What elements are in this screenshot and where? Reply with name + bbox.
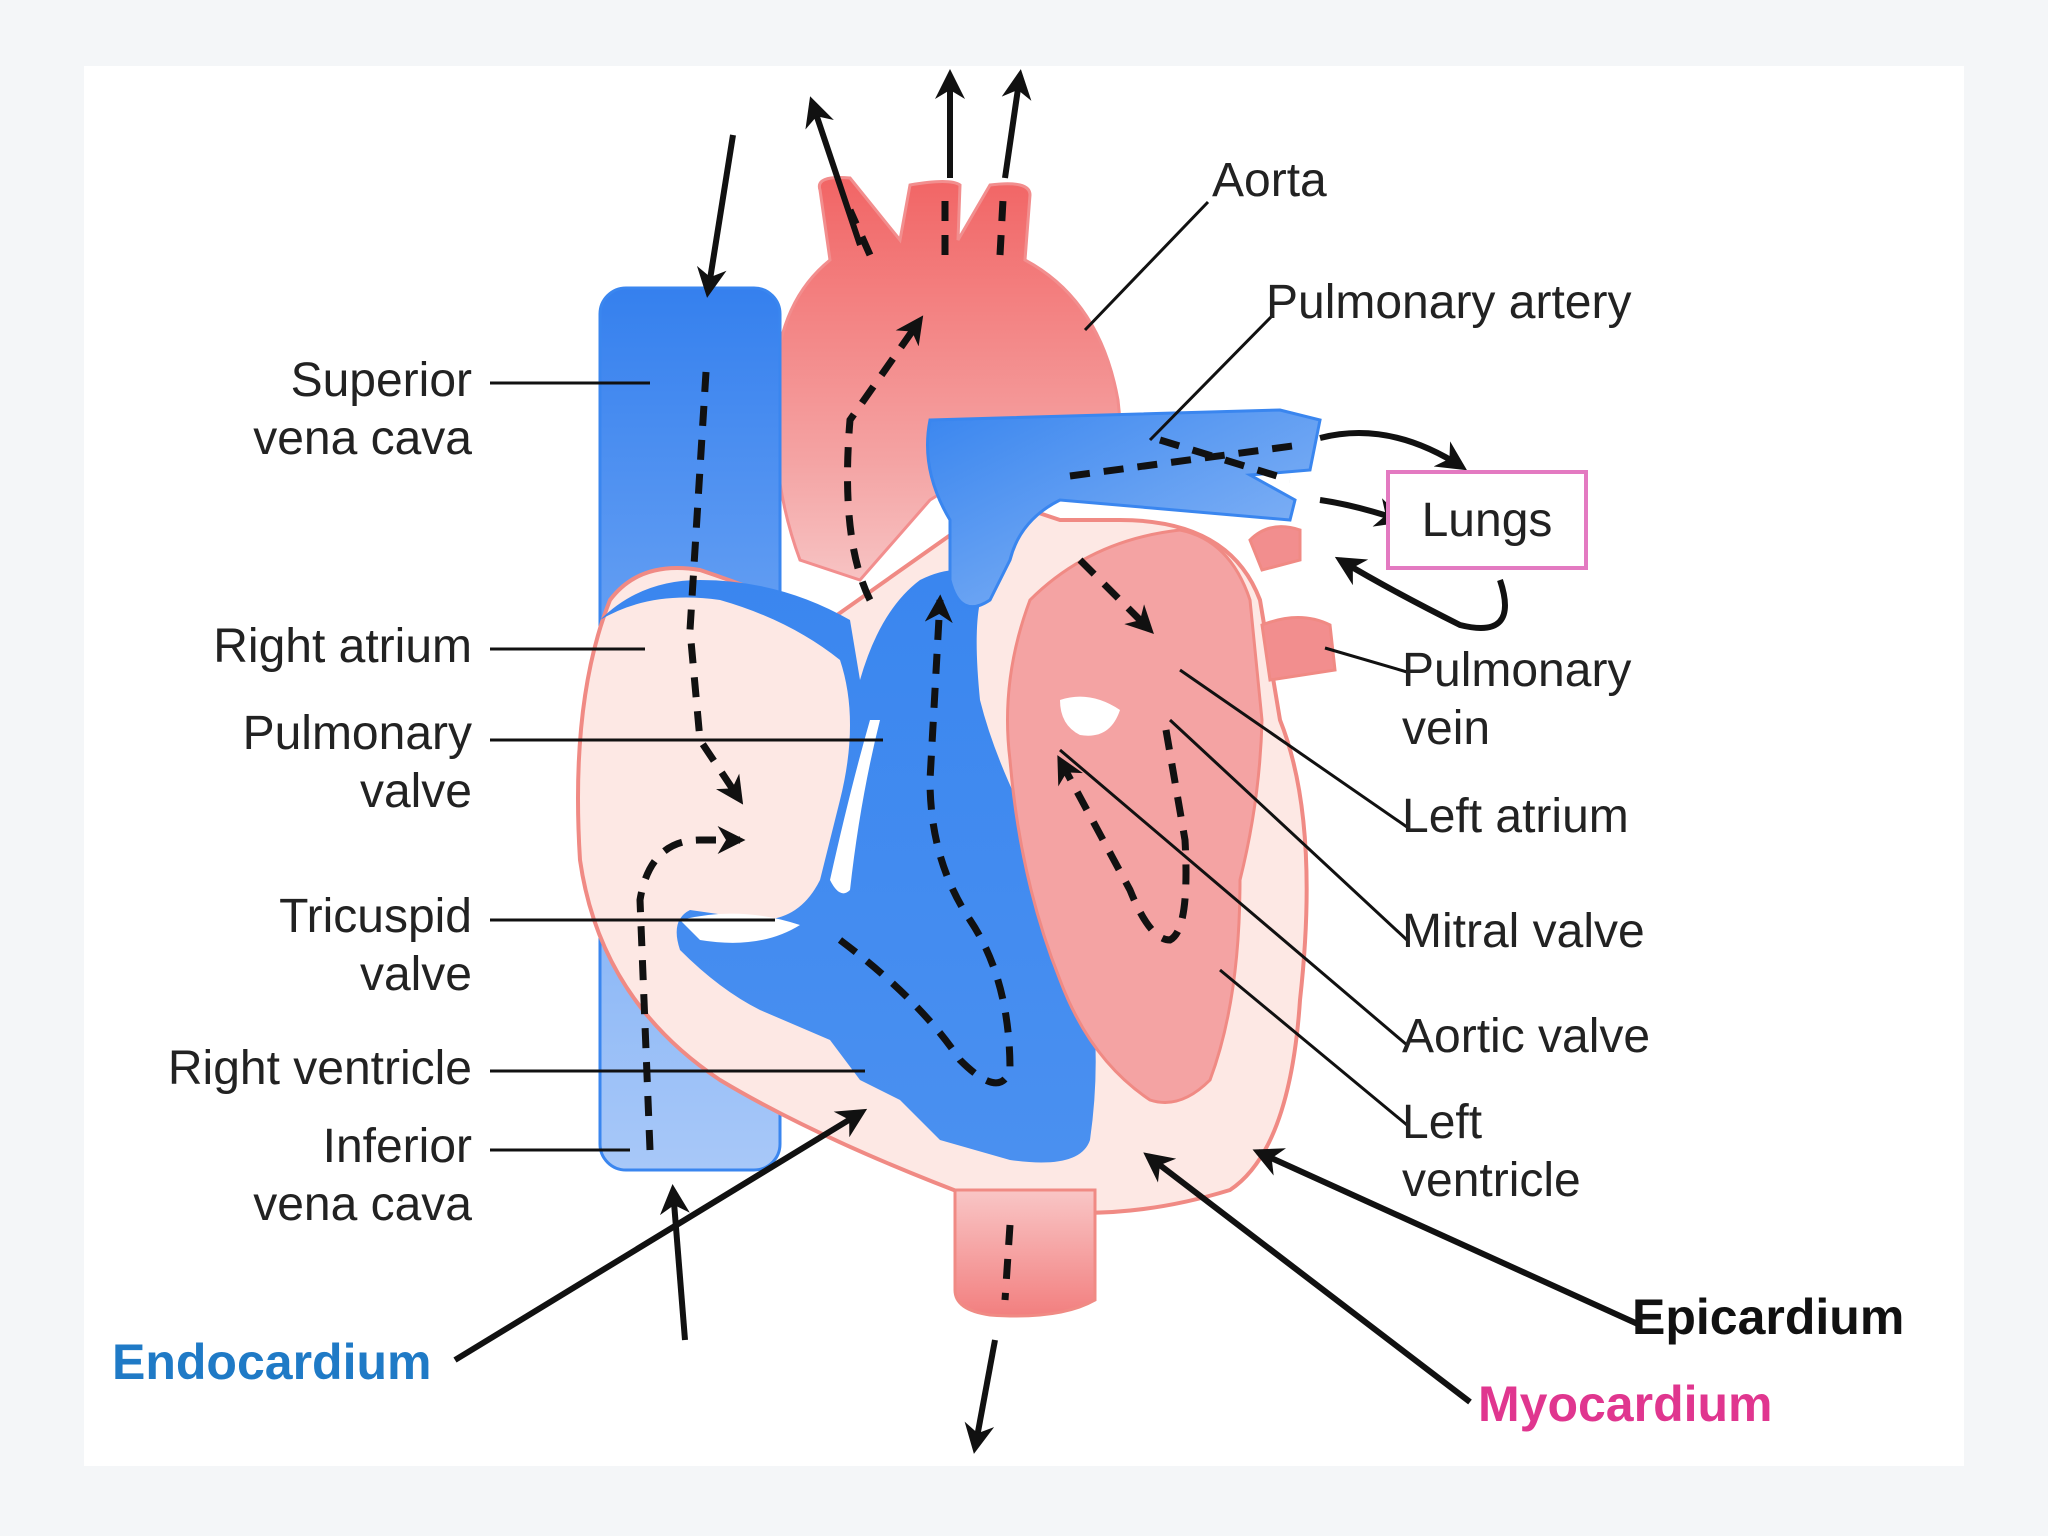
label-endocardium: Endocardium (112, 1334, 432, 1390)
arrow-out-aorta-3 (1001, 69, 1032, 179)
label-myocardium: Myocardium (1478, 1376, 1773, 1432)
label-inferior-vena-cava-line-1: Inferior (322, 1120, 472, 1173)
flow-aorta-branch-3 (996, 199, 1007, 256)
mitral-valve-shape (1060, 696, 1120, 736)
label-pulmonary-artery: Pulmonary artery (1266, 276, 1632, 329)
solid-flow-arrows (659, 69, 1508, 1454)
label-epicardium: Epicardium (1632, 1289, 1905, 1345)
flow-svc-to-ra (686, 371, 744, 805)
label-inferior-vena-cava: Inferior vena cava (200, 1118, 472, 1234)
label-left-atrium: Left atrium (1402, 790, 1629, 843)
flow-lv-to-aorta (1056, 729, 1190, 944)
arrow-to-lungs-upper (1319, 430, 1468, 471)
descending-aorta-shape (953, 1188, 1097, 1318)
layer-arrows (453, 1108, 1642, 1405)
label-pulmonary-valve: Pulmonary valve (150, 705, 472, 821)
label-pulmonary-vein-line-2: vein (1402, 702, 1491, 755)
arrow-myocardium (1143, 1152, 1472, 1405)
label-aorta: Aorta (1212, 154, 1327, 207)
pulmonary-vein-lower-shape (1260, 616, 1337, 682)
flow-la-in (1077, 557, 1154, 634)
label-right-atrium: Right atrium (213, 620, 472, 673)
flow-pa-lower (1158, 436, 1292, 484)
label-superior-vena-cava: Superior vena cava (200, 352, 472, 468)
arrow-endocardium (453, 1108, 868, 1363)
leader-aortic-valve (1059, 748, 1408, 1047)
arrow-into-svc (696, 134, 736, 298)
leader-left-atrium (1179, 668, 1408, 829)
leader-lines (490, 200, 1409, 1152)
pulmonary-valve-shape (830, 720, 880, 894)
left-heart-shape (1006, 528, 1264, 1104)
flow-descending (1001, 1224, 1014, 1301)
label-tricuspid-valve: Tricuspid valve (150, 888, 472, 1004)
label-inferior-vena-cava-line-2: vena cava (253, 1178, 472, 1231)
blood-flow-paths (636, 199, 1301, 1301)
label-mitral-valve: Mitral valve (1402, 905, 1645, 958)
label-aortic-valve: Aortic valve (1402, 1010, 1651, 1063)
label-superior-vena-cava-line-1: Superior (290, 354, 472, 407)
lungs-box: Lungs (1386, 470, 1588, 570)
leader-mitral-valve (1168, 718, 1409, 942)
arrow-epicardium (1252, 1148, 1642, 1328)
label-pulmonary-valve-line-2: valve (359, 765, 472, 818)
leader-aorta (1083, 200, 1210, 332)
arrow-out-descending (964, 1339, 998, 1454)
label-pulmonary-vein: Pulmonary vein (1402, 642, 1631, 758)
label-tricuspid-valve-line-1: Tricuspid (279, 890, 472, 943)
arrow-out-aorta-1 (805, 96, 863, 246)
arrow-into-ivc (659, 1184, 690, 1341)
pulmonary-artery-shape (926, 408, 1322, 609)
leader-pulmonary-vein (1324, 646, 1408, 674)
leader-pulmonary-artery (1148, 313, 1275, 442)
arrow-from-lungs (1334, 556, 1508, 631)
label-left-ventricle-line-2: ventricle (1402, 1154, 1581, 1207)
label-left-ventricle-line-1: Left (1402, 1096, 1483, 1149)
flow-pa-upper (1069, 441, 1301, 480)
leader-left-ventricle (1219, 968, 1408, 1127)
label-right-ventricle: Right ventricle (167, 1042, 472, 1095)
label-left-ventricle: Left ventricle (1402, 1094, 1581, 1210)
pulmonary-vein-upper-shape (1248, 525, 1302, 572)
label-pulmonary-valve-line-1: Pulmonary (242, 707, 472, 760)
flow-aortic-arch (844, 315, 924, 602)
label-superior-vena-cava-line-2: vena cava (253, 412, 472, 465)
flow-ivc-to-ra (636, 826, 746, 1151)
label-pulmonary-vein-line-1: Pulmonary (1402, 644, 1632, 697)
label-tricuspid-valve-line-2: valve (359, 948, 472, 1001)
flow-rv-to-pa (837, 594, 1014, 1087)
